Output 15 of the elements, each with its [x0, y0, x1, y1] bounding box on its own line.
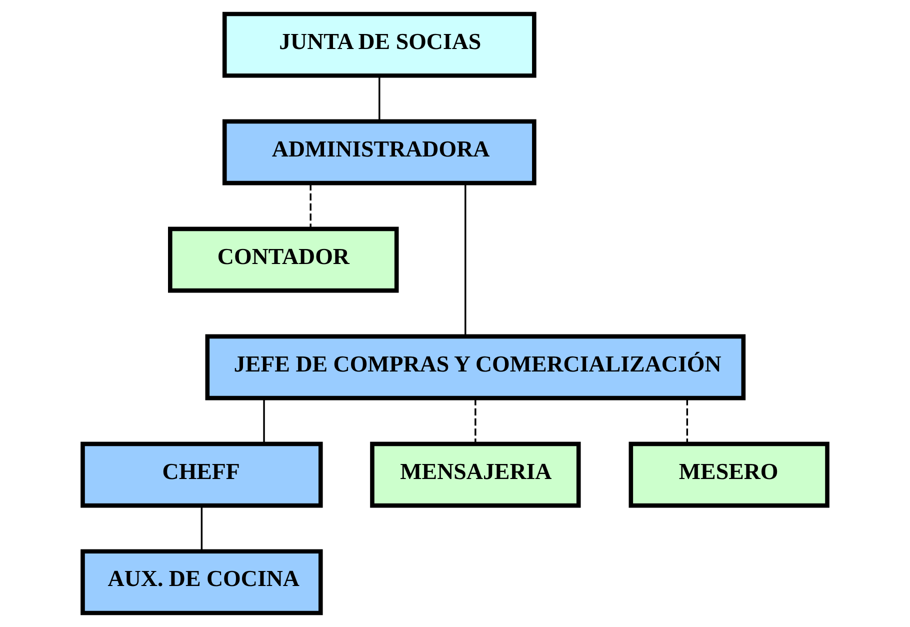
- node-box: JUNTA DE SOCIAS: [222, 12, 536, 78]
- node-box: MENSAJERIA: [370, 442, 581, 508]
- connector: [686, 398, 688, 444]
- node-box: MESERO: [628, 442, 830, 508]
- connector: [310, 183, 312, 229]
- connector: [263, 398, 265, 444]
- node-box: CHEFF: [80, 442, 323, 508]
- node-box: ADMINISTRADORA: [222, 119, 536, 186]
- connector: [464, 184, 466, 336]
- node-box: CONTADOR: [168, 226, 399, 293]
- node-box: AUX. DE COCINA: [80, 549, 323, 616]
- node-box: JEFE DE COMPRAS Y COMERCIALIZACIÓN: [205, 334, 746, 400]
- connector: [200, 506, 203, 552]
- connector: [378, 76, 380, 122]
- connector: [474, 398, 476, 444]
